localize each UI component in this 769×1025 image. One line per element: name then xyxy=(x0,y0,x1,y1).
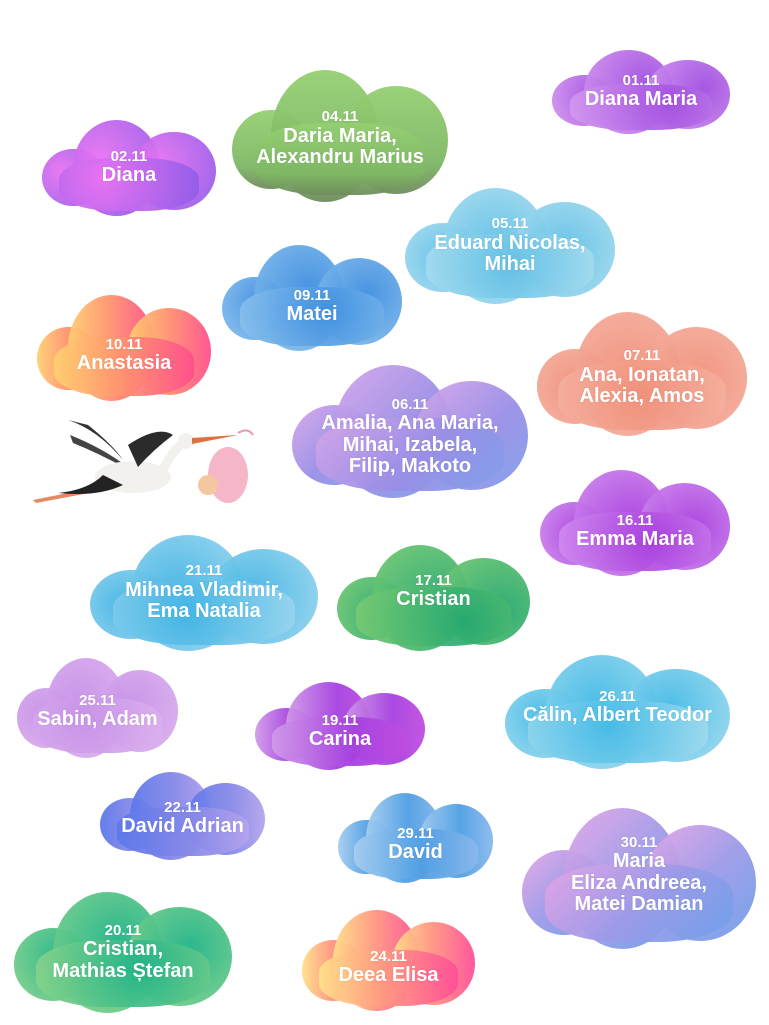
stork-icon xyxy=(33,420,238,503)
cloud-date: 19.11 xyxy=(321,712,359,730)
cloud-date: 22.11 xyxy=(164,799,201,817)
cloud-date: 16.11 xyxy=(616,512,654,530)
cloud-names: Cristian, Mathias Ștefan xyxy=(52,938,194,982)
stork-with-baby-illustration xyxy=(33,420,254,503)
cloud-date: 21.11 xyxy=(185,562,223,580)
cloud-names: Cristian xyxy=(396,588,471,611)
cloud-date: 30.11 xyxy=(620,834,658,852)
cloud-names: Mihnea Vladimir, Ema Natalia xyxy=(125,578,283,623)
cloud-names: Deea Elisa xyxy=(338,963,439,986)
cloud-date: 07.11 xyxy=(623,347,661,365)
cloud-date: 04.11 xyxy=(321,108,359,126)
cloud-names: Călin, Albert Teodor xyxy=(523,704,712,727)
cloud-date: 09.11 xyxy=(293,287,331,305)
cloud-date: 02.11 xyxy=(110,148,148,166)
cloud-date: 17.11 xyxy=(415,572,452,590)
cloud-names: Emma Maria xyxy=(576,528,694,551)
cloud-names: Sabin, Adam xyxy=(37,708,158,731)
baby-bundle-icon xyxy=(198,429,254,503)
cloud-date: 25.11 xyxy=(79,692,116,710)
cloud-names: Matei xyxy=(286,303,338,326)
cloud-date: 26.11 xyxy=(599,688,636,706)
cloud-names: Eduard Nicolas, Mihai xyxy=(434,231,586,276)
cloud-names: Diana xyxy=(101,164,157,187)
cloud-names: Maria Eliza Andreea, Matei Damian xyxy=(571,850,707,916)
cloud-date: 29.11 xyxy=(397,825,434,843)
cloud-names: Ana, Ionatan, Alexia, Amos xyxy=(579,363,705,408)
cloud-names: David Adrian xyxy=(121,815,244,838)
cloud-names: David xyxy=(388,841,443,864)
cloud-names: Anastasia xyxy=(76,352,172,375)
cloud-date: 20.11 xyxy=(104,921,142,939)
cloud-names: Daria Maria, Alexandru Marius xyxy=(256,124,424,169)
cloud-date: 06.11 xyxy=(391,396,429,414)
cloud-names: Diana Maria xyxy=(584,88,698,111)
cloud-date: 05.11 xyxy=(491,215,529,233)
cloud-names: Carina xyxy=(308,728,372,751)
cloud-date: 01.11 xyxy=(622,72,660,90)
cloud-date: 24.11 xyxy=(370,947,407,965)
cloud-names: Amalia, Ana Maria, Mihai, Izabela, Filip… xyxy=(321,412,499,478)
cloud-date: 10.11 xyxy=(105,336,143,354)
